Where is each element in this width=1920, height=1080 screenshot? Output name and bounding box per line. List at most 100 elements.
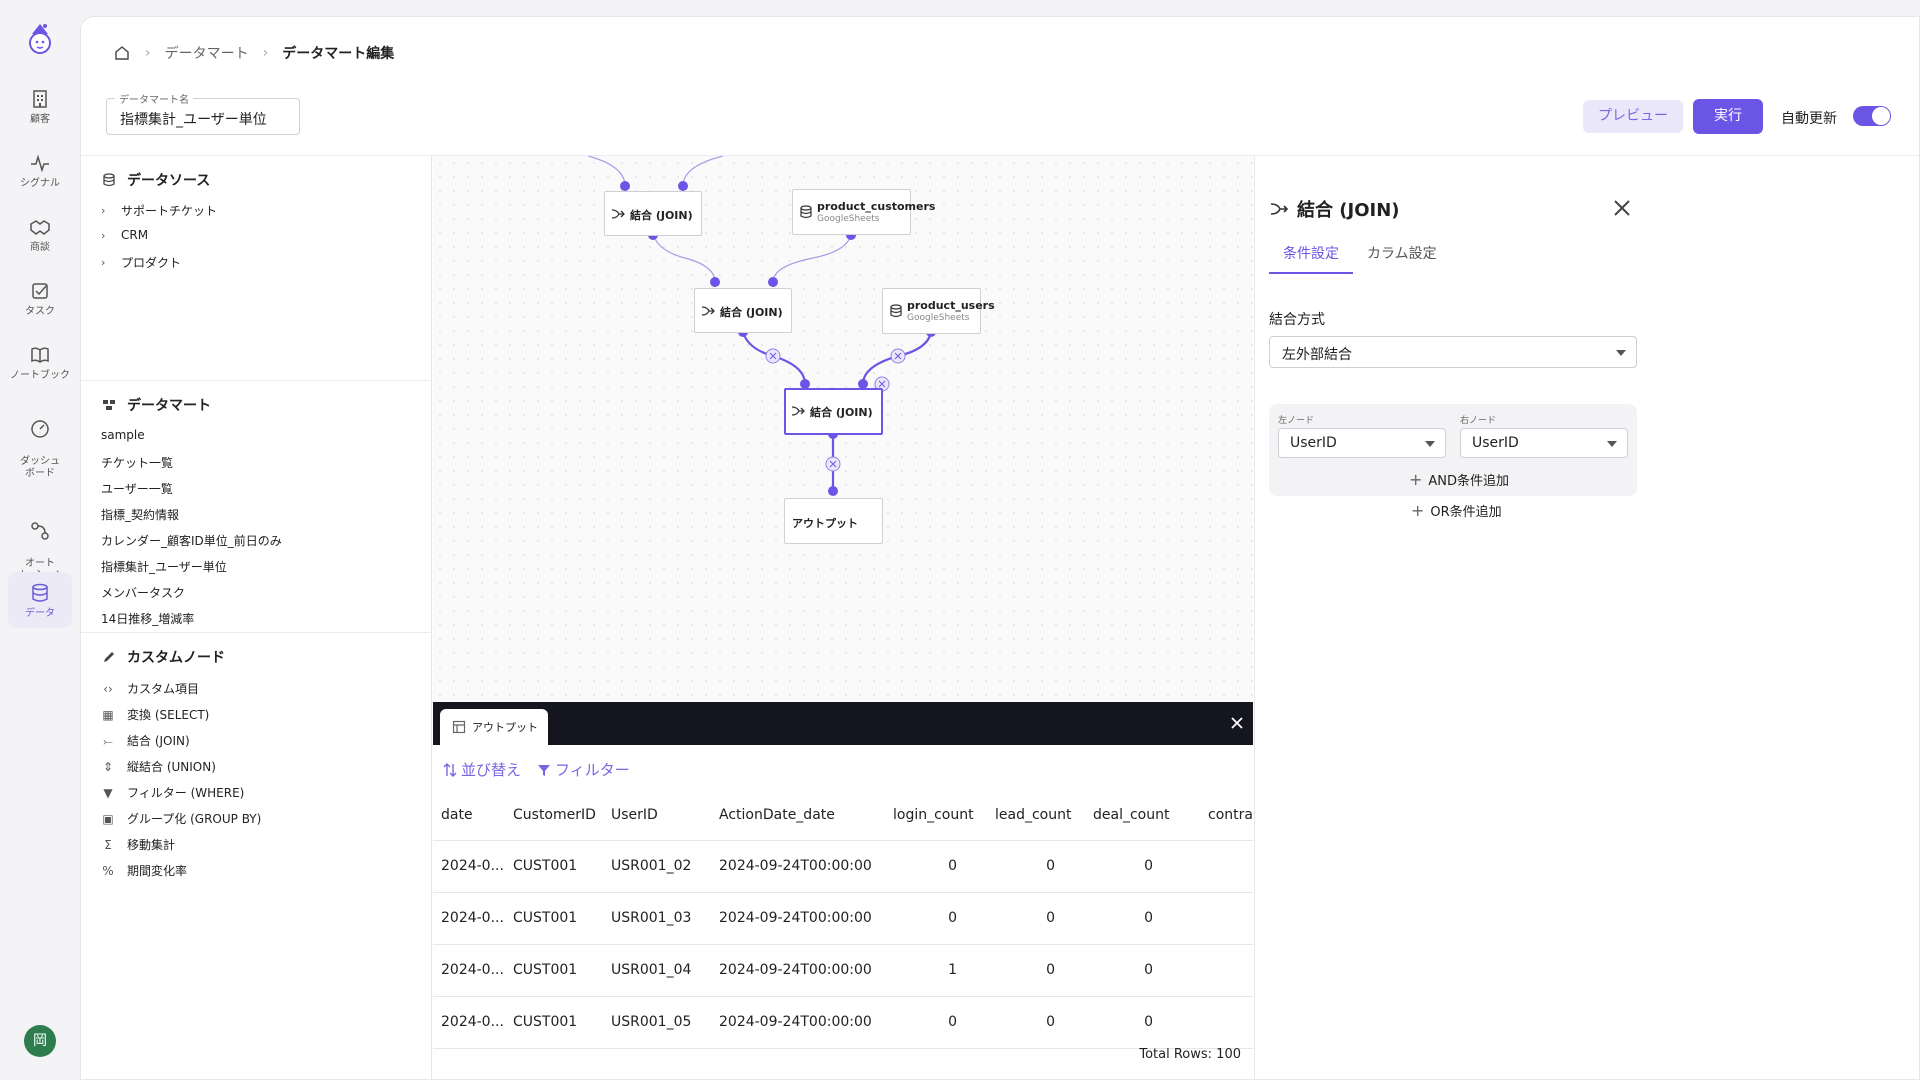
custom-node-item[interactable]: ‹›カスタム項目 [101,680,199,697]
port[interactable] [678,181,688,191]
custom-node-item[interactable]: ⇕縦結合 (UNION) [101,758,216,775]
grid-icon: ▦ [102,707,114,722]
auto-update-toggle[interactable] [1853,106,1891,126]
run-button[interactable]: 実行 [1693,99,1763,134]
join-icon [1270,203,1289,215]
column-header[interactable]: ActionDate_date [719,807,835,823]
table-cell: 0 [1046,858,1055,874]
flow-canvas[interactable]: 結合 (JOIN) product_customers GoogleSheets… [433,156,1253,701]
output-node[interactable]: アウトプット [784,498,883,544]
custom-node-item[interactable]: %期間変化率 [101,862,187,879]
total-rows: Total Rows: 100 [1139,1047,1241,1062]
output-tab-label: アウトプット [472,721,538,734]
tab-condition-settings[interactable]: 条件設定 [1269,234,1353,274]
join-node[interactable]: 結合 (JOIN) [604,191,702,236]
node-sublabel: GoogleSheets [907,313,970,323]
datamart-list-item[interactable]: カレンダー_顧客ID単位_前日のみ [101,534,282,548]
delete-edge-icon[interactable] [890,348,906,364]
column-header[interactable]: CustomerID [513,807,596,823]
nav-item-customers[interactable]: 顧客 [8,88,72,126]
column-header[interactable]: date [441,807,473,823]
datamart-list-item[interactable]: sample [101,428,145,442]
datamart-list-item[interactable]: 指標集計_ユーザー単位 [101,560,227,574]
chevron-down-icon [1425,441,1435,447]
code-brackets-icon: ‹› [103,681,113,696]
join-node[interactable]: 結合 (JOIN) [694,288,792,333]
output-tab[interactable]: アウトプット [440,709,548,745]
nav-item-notebook[interactable]: ノートブック [8,344,72,382]
table-cell: 2024-0... [441,962,504,978]
datasource-item-support[interactable]: ›サポートチケット [101,202,217,219]
filter-button[interactable]: フィルター [537,759,630,780]
column-header[interactable]: lead_count [995,807,1072,823]
close-icon[interactable] [1229,715,1245,731]
nav-item-automation[interactable]: オート メーション [8,508,72,582]
nav-item-label: ダッシュ ボード [20,456,60,479]
port[interactable] [858,379,868,389]
datamart-list-item[interactable]: ユーザー一覧 [101,482,173,496]
delete-edge-icon[interactable] [825,456,841,472]
left-key-select[interactable]: UserID [1278,428,1446,458]
custom-node-item[interactable]: ⤚結合 (JOIN) [101,732,190,749]
port[interactable] [768,277,778,287]
datamart-list-item[interactable]: 14日推移_増減率 [101,612,195,626]
table-cell: USR001_02 [611,858,692,874]
datamart-list-item[interactable]: メンバータスク [101,586,186,600]
add-and-condition-button[interactable]: + AND条件追加 [1409,470,1509,489]
column-header[interactable]: deal_count [1093,807,1170,823]
right-key-select[interactable]: UserID [1460,428,1628,458]
table-header-row: date CustomerID UserID ActionDate_date l… [433,791,1253,841]
column-header[interactable]: login_count [893,807,974,823]
tab-column-settings[interactable]: カラム設定 [1367,246,1437,262]
app-logo-icon[interactable] [26,22,54,56]
port[interactable] [800,379,810,389]
toggle-knob [1872,107,1890,125]
custom-node-item[interactable]: ▣グループ化 (GROUP BY) [101,810,261,827]
sort-button[interactable]: 並び替え [443,759,521,780]
custom-node-item[interactable]: ▦変換 (SELECT) [101,706,209,723]
avatar[interactable]: 岡 [24,1025,56,1057]
datasource-item-product[interactable]: ›プロダクト [101,254,181,271]
nav-item-data[interactable]: データ [8,572,72,628]
nav-item-signals[interactable]: シグナル [8,152,72,190]
breadcrumb-item-datamart[interactable]: データマート [164,46,249,62]
column-header[interactable]: contract [1208,807,1253,823]
datasource-item-label: CRM [121,228,149,242]
port[interactable] [828,486,838,496]
datasource-item-crm[interactable]: ›CRM [101,228,148,242]
main-card: › データマート › データマート編集 データマート名 指標集計_ユーザー単位 … [80,16,1920,1080]
datamart-list-item[interactable]: 指標_契約情報 [101,508,180,522]
join-node-selected[interactable]: 結合 (JOIN) [784,388,883,435]
nav-item-tasks[interactable]: タスク [8,280,72,318]
breadcrumb-item-current: データマート編集 [282,46,395,62]
delete-edge-icon[interactable] [765,348,781,364]
home-icon[interactable] [113,44,131,62]
panel-title: 結合 (JOIN) [1269,196,1399,222]
nav-item-dashboard[interactable]: ダッシュ ボード [8,406,72,480]
datamart-name-field[interactable]: データマート名 指標集計_ユーザー単位 [106,91,300,135]
preview-button[interactable]: プレビュー [1583,100,1683,133]
table-cell: 2024-0... [441,910,504,926]
port[interactable] [620,181,630,191]
table-cell: 0 [948,910,957,926]
custom-node-item[interactable]: ▼フィルター (WHERE) [101,784,244,801]
datamart-name-value[interactable]: 指標集計_ユーザー単位 [120,112,267,128]
filter-icon: ▼ [103,785,113,800]
node-label: 結合 (JOIN) [720,306,783,319]
port[interactable] [710,277,720,287]
output-panel-bar: アウトプット [433,702,1253,745]
add-or-condition-button[interactable]: + OR条件追加 [1411,501,1502,520]
column-header[interactable]: UserID [611,807,658,823]
filter-label: フィルター [555,761,630,779]
table-cell: 0 [1144,1014,1153,1030]
close-icon[interactable] [1611,197,1633,219]
left-key-value: UserID [1290,435,1337,451]
output-panel-body: 並び替え フィルター date CustomerID UserID Action… [433,745,1253,1079]
source-node[interactable]: product_customers GoogleSheets [792,189,935,235]
join-type-select[interactable]: 左外部結合 [1269,336,1637,368]
nav-item-deals[interactable]: 商談 [8,216,72,254]
datasource-section-title: データソース [101,170,210,190]
source-node[interactable]: product_users GoogleSheets [882,288,995,334]
datamart-list-item[interactable]: チケット一覧 [101,456,174,470]
